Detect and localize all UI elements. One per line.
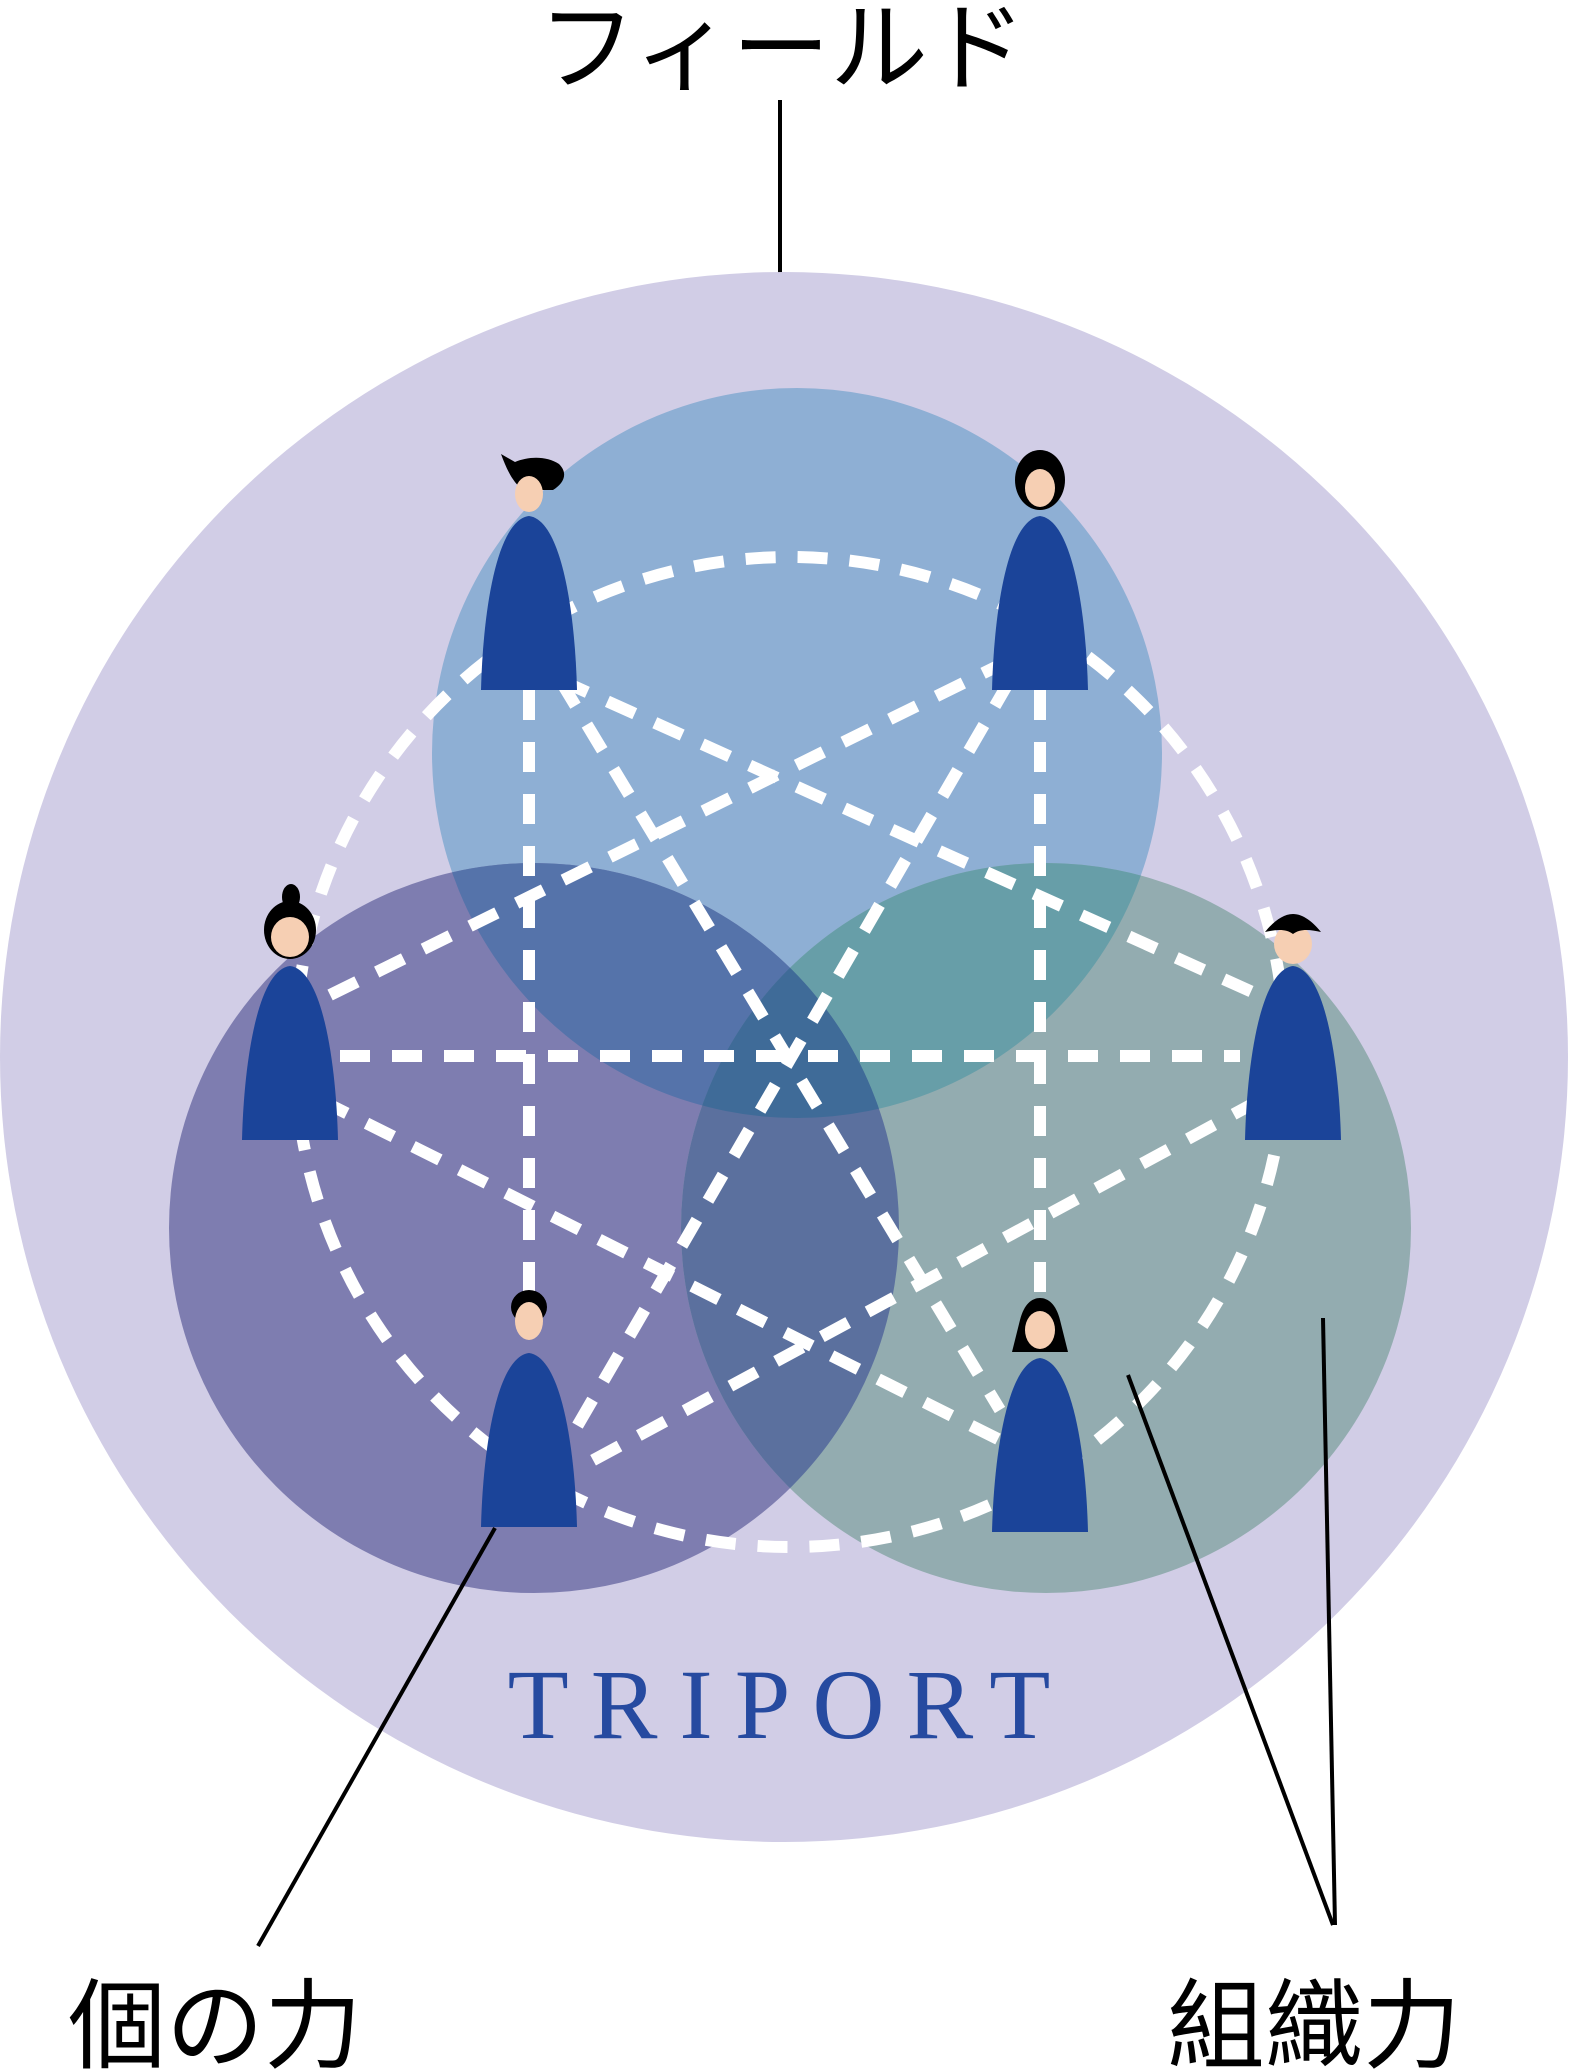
person-right [1245,914,1341,1140]
body-icon [481,516,577,690]
face-icon [1025,469,1055,507]
organization-label: 組織力 [1167,1970,1461,2072]
dash-line [572,1094,1263,1476]
individual-leader-line [256,1527,497,1947]
person-left [242,884,338,1140]
body-icon [242,966,338,1140]
hair-icon [1265,914,1321,934]
body-icon [992,516,1088,690]
dash-line [554,676,1006,1414]
individual-label: 個の力 [68,1970,362,2072]
top-right-overlap [681,863,1162,1118]
dash-line [317,1094,1003,1446]
person-bottom-left [481,1290,577,1527]
field-label: フィールド [538,0,1026,106]
face-icon [515,476,543,512]
organization-leader-line-a [1126,1374,1335,1926]
dash-line [557,674,1273,1006]
person-bottom-right [992,1298,1088,1532]
face-icon [1274,924,1312,964]
hair-icon [501,454,565,491]
face-icon [515,1302,543,1340]
top-left-overlap [432,863,899,1118]
face-icon [1025,1311,1055,1349]
person-top-right [992,450,1088,690]
body-icon [481,1353,577,1527]
body-icon [992,1358,1088,1532]
body-icon [1245,966,1341,1140]
brand-name: TRIPORT [508,1649,1073,1760]
dash-line [317,654,1013,1006]
face-icon [271,917,309,957]
dash-line [569,676,1016,1434]
person-top-left [481,454,577,690]
organization-leader-line-b [1321,1317,1337,1926]
